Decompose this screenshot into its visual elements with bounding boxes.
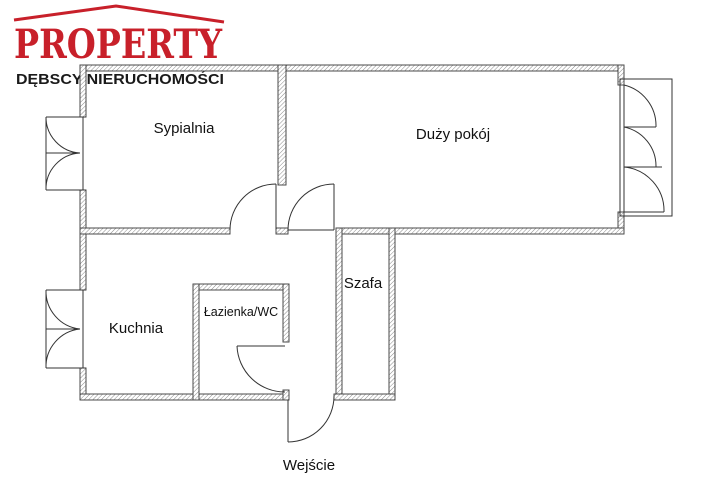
wall-left-1 [79,64,87,118]
wall-bath-right-2 [282,389,290,401]
wall-left-2 [79,189,87,291]
balcony-window-right [619,78,673,217]
wall-bottom-1 [79,393,289,401]
room-label-kuchnia: Kuchnia [109,320,164,337]
room-label-szafa: Szafa [344,275,383,292]
wall-wardrobe-left [335,227,343,401]
window-left-lower [45,289,86,369]
wall-top-left [79,64,285,72]
wall-middle-3 [335,227,625,235]
wall-bath-left [192,283,200,401]
door-living-room [287,183,335,231]
wall-top-right [283,64,625,72]
wall-bath-right-1 [282,283,290,343]
room-label-duzy-pokoj: Duży pokój [416,126,490,143]
wall-middle-2 [275,227,289,235]
wall-bedroom-living [277,64,287,186]
logo-subtitle-text: DĘBSCY NIERUCHOMOŚCI [16,70,224,88]
wall-bath-top [192,283,290,291]
wall-right-1 [617,64,625,86]
door-bedroom [229,183,277,231]
door-bathroom [236,345,286,393]
logo: PROPERTY DĘBSCY NIERUCHOMOŚCI [13,4,225,88]
wall-bottom-2 [333,393,396,401]
wall-wardrobe-right [388,227,396,401]
window-left-upper [45,116,86,191]
wall-middle-1 [79,227,231,235]
logo-brand-text: PROPERTY [14,21,222,68]
entrance-label: Wejście [283,457,335,474]
walls [79,64,625,401]
room-label-lazienka: Łazienka/WC [204,305,278,319]
room-label-sypialnia: Sypialnia [154,120,216,137]
door-entrance [287,395,335,443]
logo-roof [13,4,225,24]
